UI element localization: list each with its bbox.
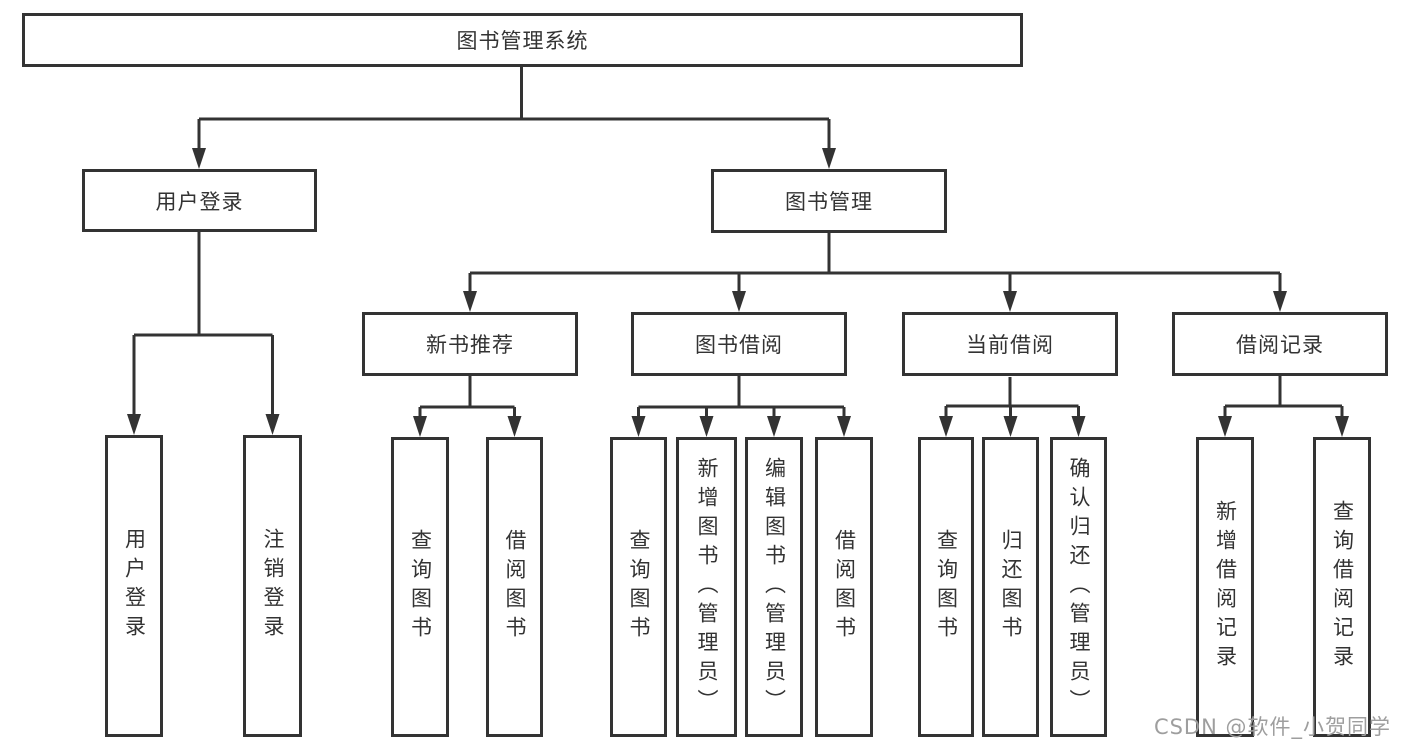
node-borrow-records: 借阅记录 bbox=[1172, 312, 1388, 376]
node-borrow-books-recommend: 借阅图书 bbox=[486, 437, 543, 737]
node-book-management: 图书管理 bbox=[711, 169, 947, 233]
node-borrow-books: 借阅图书 bbox=[815, 437, 873, 737]
node-current-borrow: 当前借阅 bbox=[902, 312, 1118, 376]
node-confirm-return-admin: 确认归还（管理员） bbox=[1050, 437, 1107, 737]
node-query-books-current: 查询图书 bbox=[918, 437, 974, 737]
node-query-books-borrow: 查询图书 bbox=[610, 437, 667, 737]
node-new-book-recommend: 新书推荐 bbox=[362, 312, 578, 376]
node-user-login-leaf: 用户登录 bbox=[105, 435, 163, 737]
node-user-login: 用户登录 bbox=[82, 169, 317, 232]
node-logout: 注销登录 bbox=[243, 435, 302, 737]
node-edit-books-admin: 编辑图书（管理员） bbox=[745, 437, 803, 737]
node-query-books-recommend: 查询图书 bbox=[391, 437, 449, 737]
node-book-borrow: 图书借阅 bbox=[631, 312, 847, 376]
node-library-management-system: 图书管理系统 bbox=[22, 13, 1023, 67]
node-add-books-admin: 新增图书（管理员） bbox=[676, 437, 737, 737]
node-add-borrow-record: 新增借阅记录 bbox=[1196, 437, 1254, 737]
node-return-books: 归还图书 bbox=[982, 437, 1039, 737]
node-query-borrow-record: 查询借阅记录 bbox=[1313, 437, 1371, 737]
csdn-watermark: CSDN @软件_小贺同学 bbox=[1153, 715, 1391, 739]
